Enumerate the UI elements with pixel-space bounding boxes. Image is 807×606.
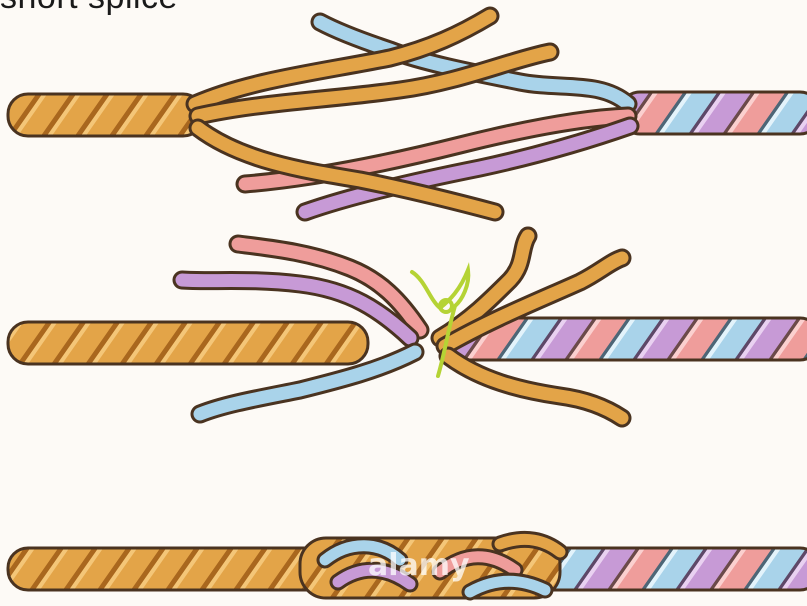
rope-left-orange bbox=[8, 322, 368, 364]
rope-left-orange bbox=[8, 548, 338, 590]
watermark: alamy bbox=[368, 548, 470, 583]
rope-right-tricolour bbox=[620, 92, 807, 134]
whipping-knot bbox=[440, 300, 452, 312]
step-1-unlaid-ends bbox=[8, 16, 807, 212]
rope-left-orange bbox=[8, 94, 203, 136]
step-2-married-strands bbox=[8, 236, 807, 418]
